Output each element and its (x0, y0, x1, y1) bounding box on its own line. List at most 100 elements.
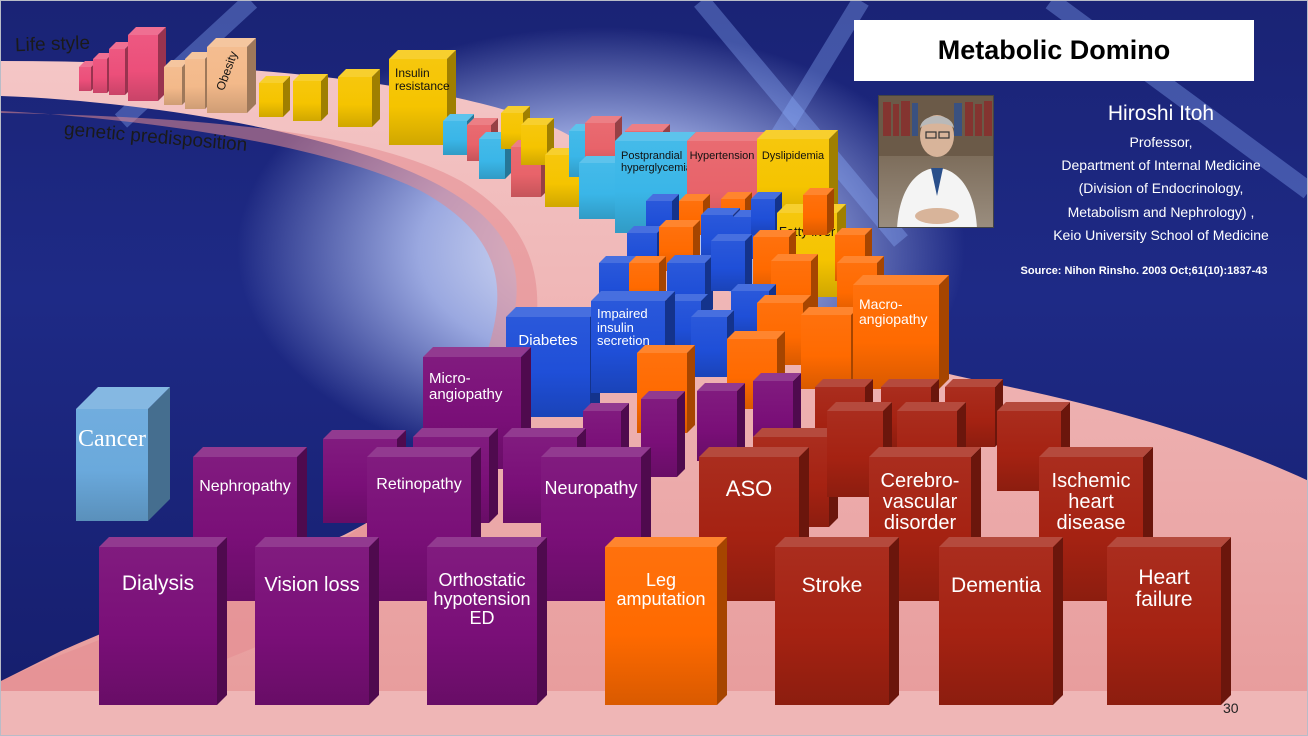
obesity-domino-front-face (207, 47, 247, 113)
purple-block-a-side-face (677, 391, 685, 477)
yellow-block-3 (338, 69, 380, 127)
presenter-photo (878, 95, 994, 228)
cancer-domino-front-face (76, 409, 148, 521)
postprandial-domino-label-line-1: Postprandial (621, 150, 683, 162)
affiliation-line-3: (Division of Endocrinology, (1078, 180, 1244, 196)
dementia-domino: Dementia (939, 537, 1063, 705)
impaired-insulin-domino-top-face (591, 291, 675, 301)
red-block-b-top-face (881, 379, 939, 387)
yellow-block-2-side-face (321, 74, 328, 121)
microangiopathy-domino-label-line-1: Micro- (429, 370, 471, 387)
orange-block-k-top-face (801, 307, 859, 315)
orange-block-k-front-face (801, 315, 851, 389)
leg-amputation-domino-label-line-1: Leg (645, 570, 677, 590)
lifestyle-block-2 (93, 53, 113, 93)
cerebrovascular-domino-label-line-1: Cerebro- (880, 470, 960, 492)
blue-block-h-side-face (745, 234, 752, 291)
vision-loss-domino-top-face (255, 537, 379, 547)
nephropathy-domino-label: Nephropathy (199, 478, 291, 495)
purple-block-f-top-face (413, 428, 498, 437)
dialysis-domino-top-face (99, 537, 227, 547)
cerebrovascular-domino-top-face (869, 447, 981, 457)
leg-amputation-domino-side-face (717, 537, 727, 705)
lifestyle-block-1 (79, 61, 97, 91)
insulin-resistance-domino-top-face (389, 50, 456, 59)
neuropathy-domino-top-face (541, 447, 651, 457)
stroke-domino-side-face (889, 537, 899, 705)
source-citation: Source: Nihon Rinsho. 2003 Oct;61(10):18… (1020, 265, 1268, 277)
presenter-portrait (879, 96, 993, 227)
cancer-domino-label: Cancer (78, 426, 146, 452)
obesity-domino-side-face (247, 38, 256, 113)
orange-block-g-top-face (771, 254, 818, 261)
lifestyle-block-2-front-face (93, 59, 107, 93)
yellow-block-1-side-face (283, 76, 290, 117)
orange-block-i-top-face (837, 256, 884, 263)
orthostatic-domino-label-line-1: Orthostatic (438, 570, 526, 590)
vision-loss-domino: Vision loss (255, 537, 379, 705)
vision-loss-domino-front-face (255, 547, 369, 705)
lifestyle-block-6-front-face (185, 59, 205, 109)
purple-block-f-side-face (489, 428, 498, 523)
title-box: Metabolic Domino (854, 20, 1254, 81)
lifestyle-block-4-front-face (128, 35, 158, 101)
postprandial-domino-top-face (615, 132, 696, 141)
macroangiopathy-domino-label-line-2: angiopathy (859, 310, 928, 327)
lifestyle-block-6 (185, 52, 212, 109)
dementia-domino-label: Dementia (951, 574, 1041, 597)
microangiopathy-domino-label: Micro-angiopathy (423, 371, 521, 403)
macroangiopathy-domino-side-face (939, 275, 949, 389)
heart-failure-domino-top-face (1107, 537, 1231, 547)
blue-block-h-top-face (711, 234, 752, 241)
leg-amputation-domino-top-face (605, 537, 727, 547)
blue-block-j-top-face (731, 284, 776, 291)
orange-block-m-side-face (687, 345, 695, 433)
insulin-resistance-domino-label-line-1: Insulin (395, 66, 430, 80)
blue-block-k-top-face (691, 310, 734, 317)
red-block-d-top-face (753, 428, 838, 437)
lifestyle-block-3 (109, 42, 132, 95)
orange-block-k (801, 307, 859, 389)
impaired-insulin-domino-label-line-2: insulin (597, 319, 634, 335)
macroangiopathy-domino: Macro-angiopathy (853, 275, 949, 389)
neuropathy-domino-label: Neuropathy (544, 478, 638, 498)
orthostatic-domino-side-face (537, 537, 547, 705)
vision-loss-domino-side-face (369, 537, 379, 705)
yellow-block-2 (293, 74, 328, 121)
macroangiopathy-domino-label-line-1: Macro- (859, 296, 903, 312)
salmon-block-4-top-face (625, 124, 670, 131)
ischemic-heart-domino-label-line-3: disease (1056, 512, 1126, 534)
aso-domino-label: ASO (725, 476, 773, 501)
blue-block-h (711, 234, 752, 291)
orange-block-f-top-face (753, 230, 796, 237)
lifestyle-block-5 (164, 60, 189, 105)
orange-block-d-front-face (803, 195, 827, 235)
lifestyle-block-3-front-face (109, 49, 125, 95)
heart-failure-domino-label-line-1: Heart (1138, 566, 1190, 589)
life-style-label: Life style (14, 32, 91, 57)
macroangiopathy-domino-label: Macro-angiopathy (853, 297, 939, 326)
diabetes-domino-label: Diabetes (518, 332, 578, 349)
dyslipidemia-domino-label: Dyslipidemia (761, 150, 825, 162)
affiliation-line-5: Keio University School of Medicine (1053, 227, 1269, 243)
red-block-e-top-face (827, 402, 892, 411)
dementia-domino-side-face (1053, 537, 1063, 705)
yellow-block-3-side-face (372, 69, 380, 127)
cyan-block-1-front-face (443, 121, 467, 155)
stroke-domino: Stroke (775, 537, 899, 705)
cancer-domino: Cancer (76, 387, 170, 521)
orange-block-d-side-face (827, 188, 834, 235)
ischemic-heart-domino-label-line-2: heart (1068, 491, 1114, 513)
red-block-c-top-face (945, 379, 1003, 387)
heart-failure-domino-front-face (1107, 547, 1221, 705)
cyan-block-2-front-face (479, 139, 505, 179)
heart-failure-domino-side-face (1221, 537, 1231, 705)
orange-block-j-top-face (757, 295, 811, 303)
